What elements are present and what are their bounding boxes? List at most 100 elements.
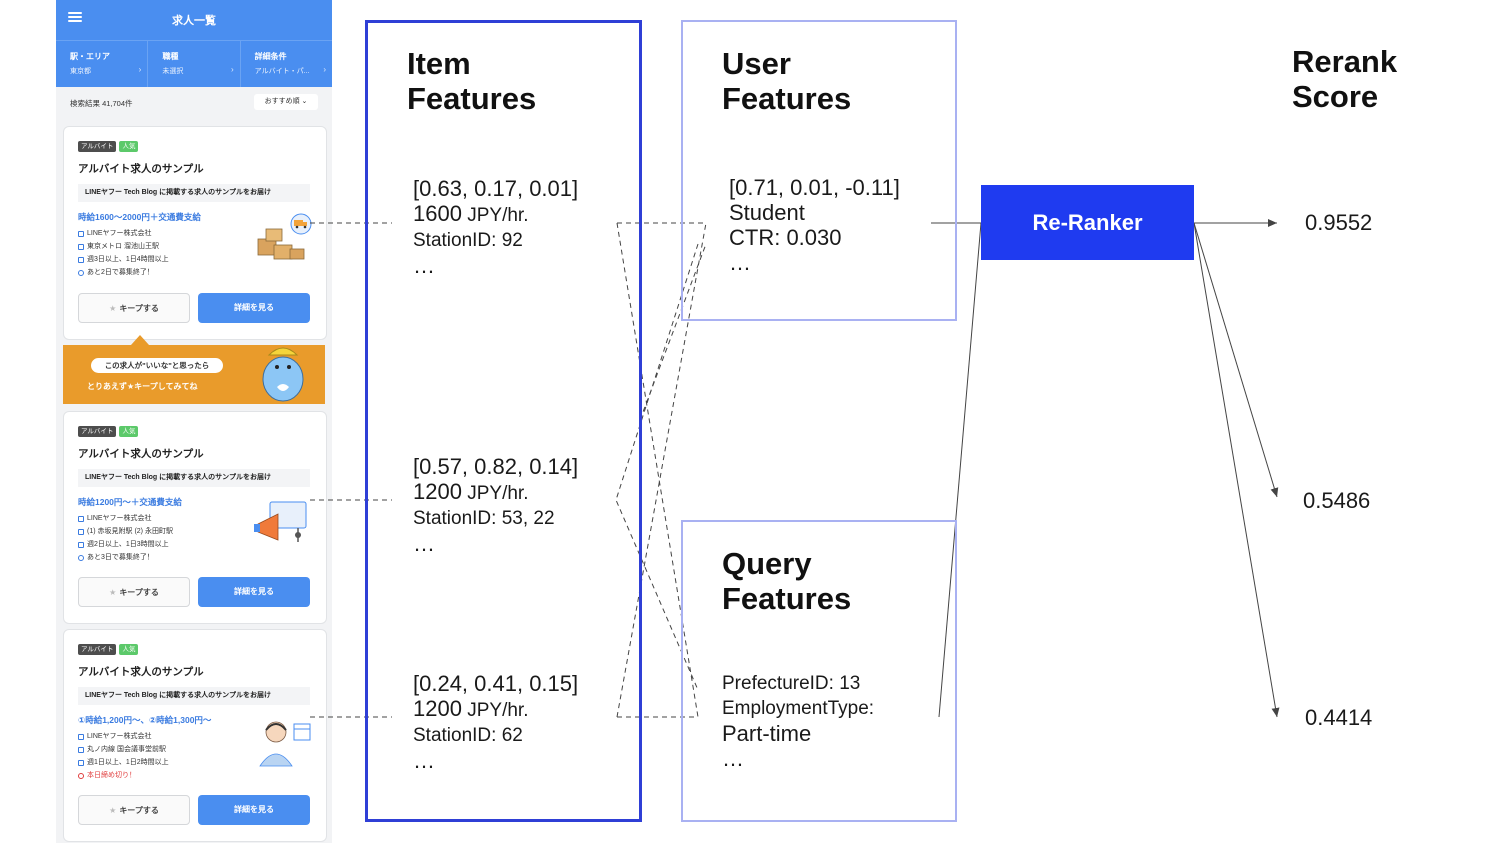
- sort-dropdown[interactable]: おすすめ順 ⌄: [254, 94, 318, 110]
- calendar-icon: [78, 541, 84, 548]
- train-icon: [78, 746, 84, 753]
- job-description: LINEヤフー Tech Blog に掲載する求人のサンプルをお届け: [78, 687, 310, 705]
- view-details-button[interactable]: 詳細を見る: [198, 577, 310, 607]
- job-card[interactable]: アルバイト人気 アルバイト求人のサンプル LINEヤフー Tech Blog に…: [63, 629, 327, 842]
- app-bar: 求人一覧: [56, 0, 332, 40]
- train-icon: [78, 243, 84, 250]
- app-title: 求人一覧: [172, 15, 216, 27]
- filter-value: アルバイト・パ...: [254, 68, 310, 75]
- tag-parttime: アルバイト: [78, 141, 117, 152]
- schedule: 週3日以上、1日4時間以上: [87, 256, 169, 263]
- item-features-1: [0.63, 0.17, 0.01] 1600 JPY/hr. StationI…: [413, 176, 579, 278]
- schedule: 週2日以上、1日3時間以上: [87, 541, 169, 548]
- tag-parttime: アルバイト: [78, 426, 117, 437]
- chevron-right-icon: ›: [138, 65, 142, 74]
- filter-area[interactable]: 駅・エリア 東京都 ›: [56, 41, 149, 87]
- result-bar: 検索結果 41,704件 おすすめ順 ⌄: [56, 88, 332, 116]
- clock-icon: [78, 554, 84, 561]
- item-features-3: [0.24, 0.41, 0.15] 1200 JPY/hr. StationI…: [413, 671, 579, 773]
- building-icon: [78, 515, 84, 522]
- job-title: アルバイト求人のサンプル: [78, 163, 204, 175]
- schedule: 週1日以上、1日2時間以上: [87, 759, 169, 766]
- banner-subtext: とりあえず★キープしてみてね: [87, 382, 198, 391]
- tag-popular: 人気: [119, 141, 139, 152]
- calendar-icon: [78, 256, 84, 263]
- rerank-score-2: 0.5486: [1303, 488, 1371, 513]
- tag-popular: 人気: [119, 644, 139, 655]
- station: 丸ノ内線 国会議事堂前駅: [87, 746, 166, 753]
- job-title: アルバイト求人のサンプル: [78, 666, 204, 678]
- company: LINEヤフー株式会社: [87, 230, 152, 237]
- item-features-2: [0.57, 0.82, 0.14] 1200 JPY/hr. StationI…: [413, 454, 579, 556]
- job-description: LINEヤフー Tech Blog に掲載する求人のサンプルをお届け: [78, 184, 310, 202]
- filter-label: 詳細条件: [254, 52, 287, 61]
- job-card[interactable]: アルバイト人気 アルバイト求人のサンプル LINEヤフー Tech Blog に…: [63, 411, 327, 624]
- keep-label: キープする: [119, 304, 159, 313]
- chevron-right-icon: ›: [323, 65, 326, 74]
- deadline: 本日締め切り！: [87, 772, 136, 779]
- job-title: アルバイト求人のサンプル: [78, 448, 204, 460]
- job-card[interactable]: アルバイト人気 アルバイト求人のサンプル LINEヤフー Tech Blog に…: [63, 126, 327, 340]
- filter-details[interactable]: 詳細条件 アルバイト・パ... ›: [241, 41, 332, 87]
- banner-bubble: この求人が"いいな"と思ったら: [91, 358, 223, 373]
- deadline: あと3日で募集終了！: [87, 554, 154, 561]
- rerank-score-3: 0.4414: [1305, 705, 1373, 730]
- clock-icon: [78, 269, 84, 276]
- megaphone-illustration: [254, 501, 307, 542]
- view-details-button[interactable]: 詳細を見る: [198, 795, 310, 825]
- job-description: LINEヤフー Tech Blog に掲載する求人のサンプルをお届け: [78, 469, 310, 487]
- keep-button[interactable]: ★キープする: [78, 577, 190, 607]
- filter-value: 東京都: [70, 68, 91, 75]
- keep-button[interactable]: ★キープする: [78, 293, 190, 323]
- job-wage: ①時給1,200円〜、②時給1,300円〜: [78, 715, 212, 725]
- filter-job-type[interactable]: 職種 未選択 ›: [148, 41, 241, 87]
- chevron-down-icon: ⌄: [301, 98, 308, 105]
- company: LINEヤフー株式会社: [87, 733, 152, 740]
- boxes-truck-illustration: [257, 213, 312, 260]
- star-icon: ★: [109, 588, 117, 597]
- keep-tip-banner: この求人が"いいな"と思ったら とりあえず★キープしてみてね: [63, 335, 325, 404]
- keep-button[interactable]: ★キープする: [78, 795, 190, 825]
- rerank-score-1: 0.9552: [1305, 210, 1373, 235]
- deadline: あと2日で募集終了！: [87, 269, 154, 276]
- mascot-illustration: [262, 347, 304, 402]
- calendar-icon: [78, 759, 84, 766]
- star-icon: ★: [109, 806, 117, 815]
- building-icon: [78, 733, 84, 740]
- chevron-right-icon: ›: [230, 65, 234, 74]
- train-icon: [78, 528, 84, 535]
- company: LINEヤフー株式会社: [87, 515, 152, 522]
- station: 東京メトロ 溜池山王駅: [87, 243, 159, 250]
- job-list-phone-screen: 求人一覧 駅・エリア 東京都 › 職種 未選択 › 詳細条件 アルバイト・パ..…: [56, 0, 332, 843]
- station: (1) 赤坂見附駅 (2) 永田町駅: [87, 528, 173, 535]
- building-icon: [78, 230, 84, 237]
- query-features-values: PrefectureID: 13 EmploymentType: Part-ti…: [722, 673, 875, 771]
- clock-icon: [78, 772, 84, 779]
- filter-value: 未選択: [162, 68, 184, 75]
- tag-parttime: アルバイト: [78, 644, 117, 655]
- result-count: 検索結果 41,704件: [70, 99, 133, 108]
- filter-bar: 駅・エリア 東京都 › 職種 未選択 › 詳細条件 アルバイト・パ... ›: [56, 40, 332, 87]
- filter-label: 職種: [162, 52, 179, 61]
- operator-headset-illustration: [259, 721, 311, 767]
- job-wage: 時給1200円〜＋交通費支給: [78, 497, 182, 507]
- hamburger-menu-icon[interactable]: [68, 12, 82, 22]
- job-wage: 時給1600〜2000円＋交通費支給: [78, 212, 201, 222]
- sort-label: おすすめ順: [264, 98, 300, 105]
- star-icon: ★: [109, 304, 117, 313]
- re-ranker-block: Re-Ranker: [981, 185, 1194, 260]
- view-details-button[interactable]: 詳細を見る: [198, 293, 310, 323]
- keep-label: キープする: [119, 806, 159, 815]
- user-features-values: [0.71, 0.01, -0.11] Student CTR: 0.030 …: [729, 175, 900, 275]
- filter-label: 駅・エリア: [70, 52, 110, 61]
- keep-label: キープする: [119, 588, 159, 597]
- tag-popular: 人気: [119, 426, 139, 437]
